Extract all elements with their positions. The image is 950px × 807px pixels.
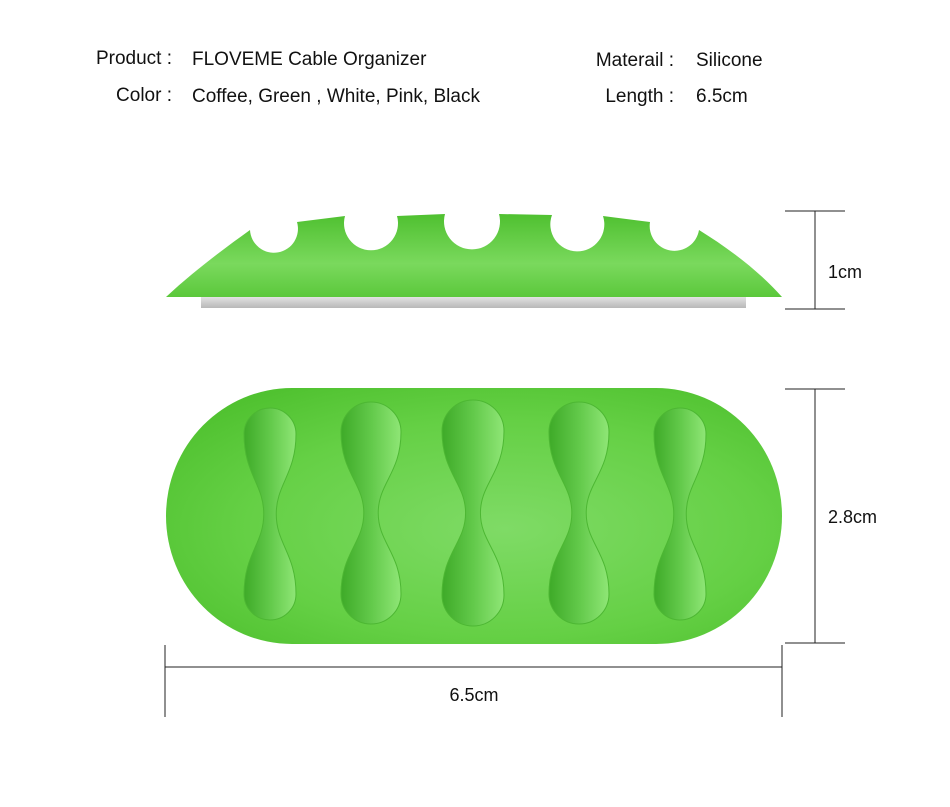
width-dimension-label: 6.5cm (449, 685, 499, 705)
cable-slot-4 (548, 401, 610, 625)
top-view (166, 388, 782, 644)
length-value: 6.5cm (696, 86, 748, 107)
cable-slot-3 (441, 399, 505, 627)
side-view (166, 214, 782, 308)
product-label: Product : (95, 48, 172, 69)
product-name: FLOVEME Cable Organizer (192, 49, 427, 70)
length-label: Length : (605, 86, 674, 107)
cable-slot-5 (653, 407, 707, 621)
side-view-base (201, 296, 746, 308)
height-dimension-label: 1cm (828, 262, 863, 282)
material-value: Silicone (696, 50, 763, 71)
depth-dimension-label: 2.8cm (828, 507, 878, 527)
dimension-lines (164, 210, 845, 717)
color-label: Color : (116, 85, 172, 106)
cable-slot-2 (340, 401, 402, 625)
color-options: Coffee, Green , White, Pink, Black (192, 86, 480, 107)
side-view-body (166, 214, 782, 297)
cable-slot-1 (243, 407, 297, 621)
material-label: Materail : (595, 50, 674, 71)
